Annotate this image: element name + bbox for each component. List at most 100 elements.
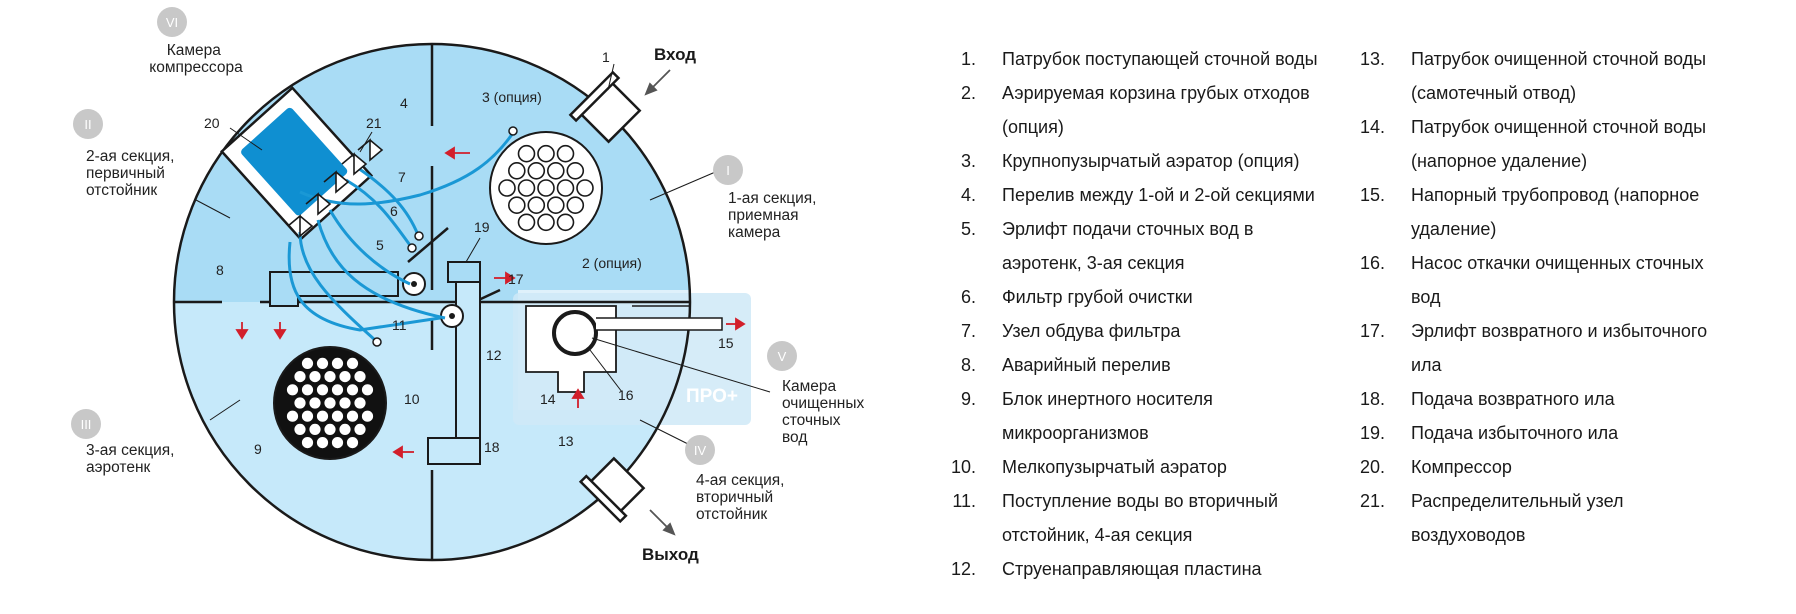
callout-3: 3 (опция) xyxy=(482,89,542,105)
hole xyxy=(527,196,546,214)
legend-text: Фильтр грубой очистки xyxy=(1002,280,1380,314)
legend-line: Блок инертного носителя xyxy=(1002,389,1213,409)
filter-line xyxy=(407,227,449,263)
legend-line: Аварийный перелив xyxy=(1002,355,1171,375)
legend-item: 10.Мелкопузырчатый аэратор xyxy=(950,450,1380,484)
air-line-10 xyxy=(298,231,376,342)
inlet-pipe xyxy=(568,70,642,144)
legend-text: Струенаправляющая пластина xyxy=(1002,552,1380,586)
hole xyxy=(300,382,315,397)
hole xyxy=(360,409,375,424)
legend-text: Аварийный перелив xyxy=(1002,348,1380,382)
leader-ii xyxy=(195,199,231,219)
inlet-arrow xyxy=(644,69,671,96)
badge-vi: VI xyxy=(157,7,187,37)
hole xyxy=(556,213,575,232)
hole xyxy=(307,369,323,384)
arrow-outflow-15 xyxy=(726,317,746,331)
hole xyxy=(352,395,368,411)
leader-16 xyxy=(589,349,623,393)
hole xyxy=(292,395,308,411)
legend-number: 2. xyxy=(960,83,976,103)
legend-line: (опция) xyxy=(1002,117,1064,137)
callout-11: 11 xyxy=(392,317,407,333)
legend-line: Крупнопузырчатый аэратор (опция) xyxy=(1002,151,1300,171)
hole xyxy=(345,435,360,450)
legend-line: Напорный трубопровод (напорное xyxy=(1411,185,1700,205)
label-iv: 4-ая секция, вторичный отстойник xyxy=(696,472,789,523)
section-labels: Камера компрессора 2-ая секция, первичны… xyxy=(86,42,864,523)
distribution-node xyxy=(287,138,384,238)
legend-number: 13. xyxy=(1359,49,1385,69)
outlet-label: Выход xyxy=(642,545,699,564)
hole xyxy=(315,435,330,450)
outlet-pipe xyxy=(578,456,646,524)
arrow-overflow-4 xyxy=(444,146,470,160)
legend-text: Патрубок очищенной сточной воды(самотечн… xyxy=(1411,42,1785,110)
valve-2 xyxy=(305,192,332,216)
callout-13: 13 xyxy=(558,433,574,449)
leader-1 xyxy=(607,63,615,91)
legend-text: Узел обдува фильтра xyxy=(1002,314,1380,348)
callout-12: 12 xyxy=(486,347,502,363)
callout-5: 5 xyxy=(376,237,384,253)
legend-number: 12. xyxy=(950,559,976,579)
callout-2: 2 (опция) xyxy=(582,255,642,271)
arrow-down-1 xyxy=(235,322,249,340)
legend-item: 4. Перелив между 1-ой и 2-ой секциями xyxy=(950,178,1380,212)
callout-15: 15 xyxy=(718,335,734,351)
hole xyxy=(292,369,308,384)
hole xyxy=(352,369,368,384)
legend-line: ила xyxy=(1411,355,1442,375)
legend-line: вод xyxy=(1411,287,1441,307)
legend-number: 20. xyxy=(1359,457,1385,477)
hole xyxy=(498,179,516,197)
svg-text:I: I xyxy=(726,163,730,178)
legend-item: 18.Подача возвратного ила xyxy=(1355,382,1785,416)
pro-badge: ПРО+ xyxy=(686,386,738,407)
legend-number: 15. xyxy=(1359,185,1385,205)
legend-text: Насос откачки очищенных сточных вод xyxy=(1411,246,1785,314)
airlift-18-foot xyxy=(427,437,481,465)
hole xyxy=(300,356,315,371)
legend-item: 19.Подача избыточного ила xyxy=(1355,416,1785,450)
hole xyxy=(300,409,315,424)
legend-line: Компрессор xyxy=(1411,457,1512,477)
legend-line: Патрубок очищенной сточной воды xyxy=(1411,117,1707,137)
legend-number: 1. xyxy=(960,49,976,69)
legend-line: Распределительный узел xyxy=(1411,491,1624,511)
legend-text: Мелкопузырчатый аэратор xyxy=(1002,450,1380,484)
legend-line: Насос откачки очищенных сточных xyxy=(1411,253,1704,273)
hole xyxy=(322,422,338,437)
legend-number: 4. xyxy=(960,185,976,205)
hole xyxy=(527,162,546,180)
basket-holes xyxy=(498,144,594,232)
hole xyxy=(517,179,536,197)
hole xyxy=(345,356,360,371)
airlift-5-wheel-dot xyxy=(411,281,417,287)
legend-text: Перелив между 1-ой и 2-ой секциями xyxy=(1002,178,1380,212)
hole xyxy=(507,196,526,214)
legend-text: Подача избыточного ила xyxy=(1411,416,1785,450)
treatment-plant-diagram: VI II I V III IV Камера компрессора 2-ая… xyxy=(71,7,864,564)
valve-4 xyxy=(341,152,368,176)
air-line-3 xyxy=(299,129,517,206)
badge-iv: IV xyxy=(685,435,715,465)
label-i: 1-ая секция, приемная камера xyxy=(728,190,821,241)
filter-6-end xyxy=(407,243,417,253)
label-ii: 2-ая секция, первичный отстойник xyxy=(86,148,179,199)
legend-item: 12. Струенаправляющая пластина xyxy=(950,552,1380,586)
hole xyxy=(315,382,330,397)
pressure-pipe-15 xyxy=(596,317,723,331)
airlift-17-wheel-dot xyxy=(449,313,455,319)
legend-item: 13. Патрубок очищенной сточной воды(самот… xyxy=(1355,42,1785,110)
arrow-sludge xyxy=(392,445,414,459)
legend-item: 6.Фильтр грубой очистки xyxy=(950,280,1380,314)
callout-4: 4 xyxy=(400,95,408,111)
